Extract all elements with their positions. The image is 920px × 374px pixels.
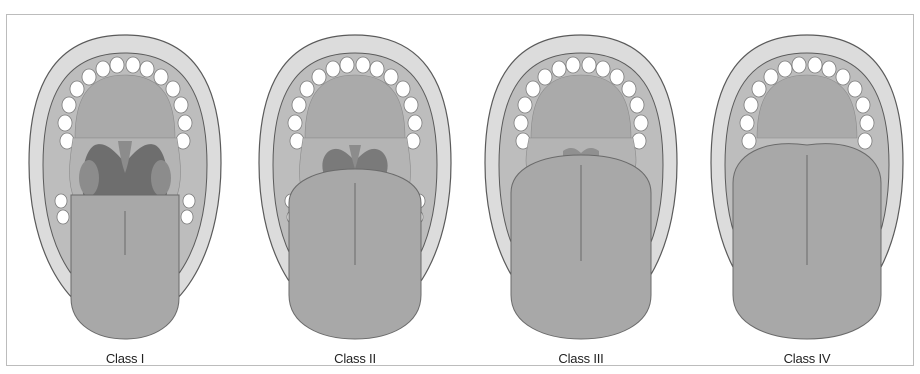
tonsil-right (151, 160, 171, 196)
mallampati-class-1-panel: Class I (25, 33, 225, 345)
mallampati-class-2-panel: Class II (255, 33, 455, 345)
class-label: Class I (25, 351, 225, 366)
class-label: Class III (481, 351, 681, 366)
mouth-class-3-illustration (481, 33, 681, 345)
mouth-class-4-illustration (707, 33, 907, 345)
mouth-class-2-illustration (255, 33, 455, 345)
tonsil-left (79, 160, 99, 196)
figure-frame: Class I (6, 14, 914, 366)
class-label: Class II (255, 351, 455, 366)
class-label: Class IV (707, 351, 907, 366)
mallampati-class-3-panel: Class III (481, 33, 681, 345)
mallampati-class-4-panel: Class IV (707, 33, 907, 345)
mouth-class-1-illustration (25, 33, 225, 345)
